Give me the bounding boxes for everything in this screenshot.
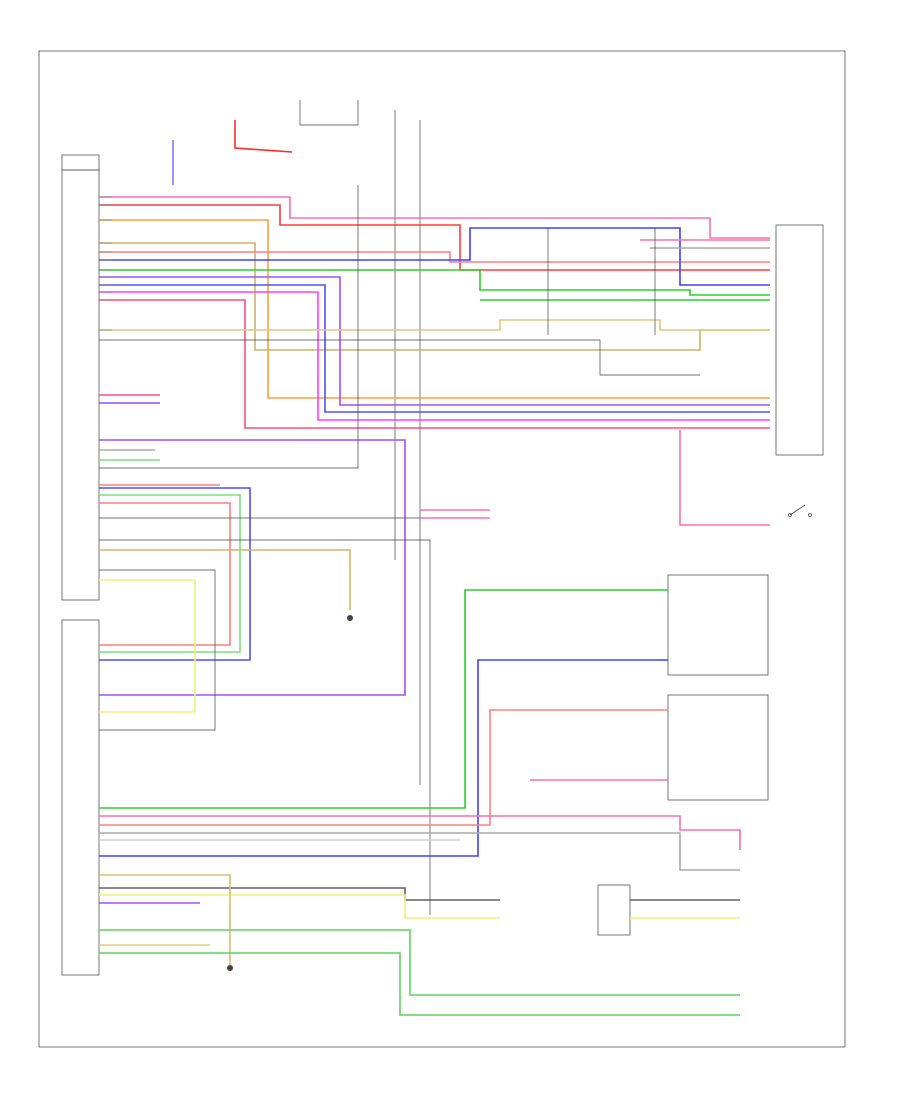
wire-green-bottom-1 (99, 929, 740, 996)
wire-green-right (99, 589, 668, 809)
switch-symbol (788, 504, 812, 517)
ground-point-2 (227, 965, 233, 971)
right-front-component (667, 574, 769, 676)
ground-point (347, 615, 353, 621)
wire-red-right (99, 709, 668, 826)
wire-tan-2 (99, 319, 770, 331)
wire-red-2 (99, 251, 770, 263)
wire-violet-1 (99, 276, 770, 406)
wire-blue-right (99, 659, 668, 857)
pin-ticks-a (99, 196, 112, 341)
control-module-connector-b (61, 619, 100, 976)
wire-yellow-loop (99, 579, 196, 713)
control-module-connector-a (61, 169, 100, 601)
junction-block (597, 884, 631, 936)
wire-rose-1 (99, 299, 770, 429)
wire-pink-1 (99, 196, 770, 239)
wire-blue-loop (99, 487, 251, 661)
wire-orange-1 (99, 219, 770, 399)
left-front-component (667, 694, 769, 801)
control-module-header (61, 154, 100, 171)
wire-gray-right (99, 832, 740, 871)
wire-green-bottom-2 (99, 952, 740, 1016)
diagram-frame (38, 50, 846, 1048)
wire-top-red (234, 120, 293, 153)
wire-gray-bottom-1 (99, 887, 500, 901)
wire-yellow-bottom (99, 894, 500, 919)
wire-gray-vertical (99, 185, 359, 469)
wire-green-1 (99, 269, 770, 296)
right-connector (775, 224, 824, 456)
wire-tan-3 (99, 549, 351, 610)
wire-green-loop (99, 494, 241, 653)
wire-magenta-1 (99, 291, 770, 421)
wire-top-link (299, 100, 359, 126)
wire-tan-bottom (99, 874, 231, 965)
wire-tan-1 (99, 242, 770, 351)
wire-blue-2 (99, 284, 770, 413)
wire-blue-1 (99, 227, 770, 286)
wire-pink-right (99, 815, 741, 850)
wire-red-loop (99, 502, 231, 646)
wire-gray-4 (99, 539, 431, 915)
wire-red-1 (99, 204, 770, 271)
wire-dark-loop (99, 569, 216, 731)
wire-pink-switch (679, 430, 770, 526)
wire-gray-2 (99, 339, 700, 376)
wire-violet-loop (99, 439, 406, 696)
